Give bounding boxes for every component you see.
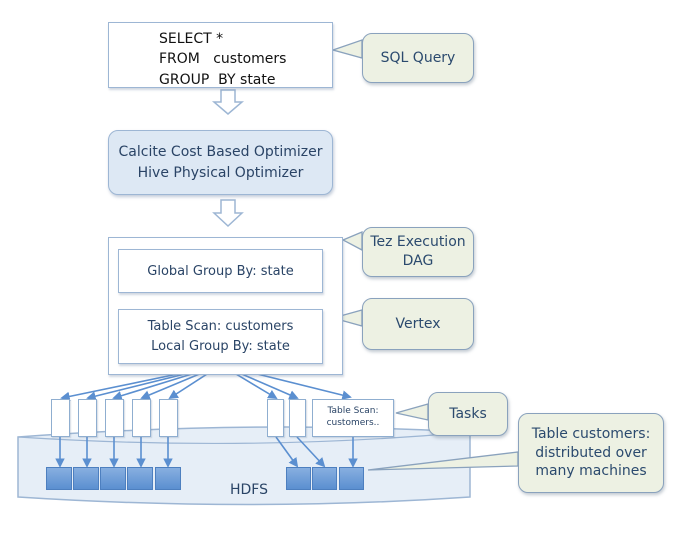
tez-dag-callout: Tez Execution DAG [362, 227, 474, 277]
hdfs-block-8 [339, 467, 364, 490]
hdfs-label: HDFS [230, 482, 269, 498]
task-to-block-arrows [55, 436, 358, 468]
tez-dag-callout-line2: DAG [402, 253, 434, 269]
sql-query-text: SELECT * FROM customers GROUP BY state [159, 29, 286, 90]
hdfs-callout-line3: many machines [535, 463, 647, 480]
tasks-callout-label: Tasks [449, 405, 487, 422]
optimizer-box: Calcite Cost Based Optimizer Hive Physic… [108, 130, 333, 195]
flow-arrow-down-2 [212, 199, 244, 228]
sql-line-from: FROM customers [159, 51, 287, 68]
task-1 [51, 399, 70, 437]
hdfs-block-4 [127, 467, 153, 490]
hdfs-block-1 [46, 467, 72, 490]
hdfs-block-5 [155, 467, 181, 490]
hdfs-block-2 [73, 467, 99, 490]
task-3 [105, 399, 124, 437]
task-7 [289, 399, 306, 437]
sql-line-select: SELECT * [159, 31, 224, 47]
hdfs-callout-line1: Table customers: [531, 425, 651, 442]
table-scan-vertex: Table Scan: customers Local Group By: st… [118, 309, 323, 364]
tez-dag-callout-line1: Tez Execution [370, 234, 466, 251]
task-table-scan-line2: customers.. [326, 418, 380, 428]
vertex-callout-label: Vertex [395, 315, 441, 332]
sql-query-callout-label: SQL Query [380, 49, 456, 66]
task-table-scan-line1: Table Scan: [327, 406, 379, 417]
hdfs-block-3 [100, 467, 126, 490]
hdfs-block-7 [312, 467, 337, 490]
sql-query-box: SELECT * FROM customers GROUP BY state [108, 22, 333, 88]
optimizer-line-hive: Hive Physical Optimizer [137, 164, 304, 181]
sql-line-groupby: GROUP BY state [159, 71, 276, 88]
task-5 [159, 399, 178, 437]
table-scan-label: Table Scan: customers [147, 319, 294, 334]
global-group-by-label: Global Group By: state [147, 263, 294, 279]
task-6 [267, 399, 284, 437]
task-4 [132, 399, 151, 437]
flow-arrow-down-1 [211, 89, 245, 115]
callout-tails [330, 39, 519, 471]
hdfs-callout: Table customers: distributed over many m… [518, 413, 664, 493]
tasks-callout: Tasks [428, 392, 508, 436]
global-group-by-vertex: Global Group By: state [118, 249, 323, 293]
local-group-by-label: Local Group By: state [151, 338, 290, 354]
vertex-callout: Vertex [362, 298, 474, 350]
sql-query-callout: SQL Query [362, 33, 474, 83]
optimizer-line-calcite: Calcite Cost Based Optimizer [118, 144, 323, 161]
hdfs-callout-line2: distributed over [535, 444, 647, 461]
task-table-scan: Table Scan: customers.. [312, 399, 394, 437]
task-2 [78, 399, 97, 437]
hdfs-block-6 [286, 467, 311, 490]
